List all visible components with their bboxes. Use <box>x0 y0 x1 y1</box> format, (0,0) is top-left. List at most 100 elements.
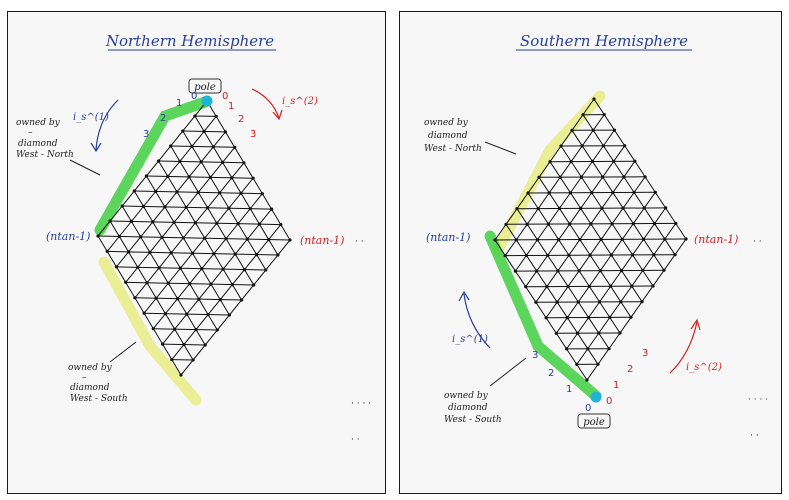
south-grid-node <box>546 253 550 257</box>
north-grid-node <box>267 238 271 242</box>
south-panel: Southern Hemisphere pole 0 1 2 3 0 1 2 3… <box>424 32 768 441</box>
north-blue-arrow <box>95 99 119 151</box>
south-grid-node <box>653 190 657 194</box>
north-grid-node <box>142 204 146 208</box>
south-grid-node <box>611 191 615 195</box>
south-grid-node <box>568 191 573 195</box>
north-annotation-bottom-pointer <box>109 341 137 363</box>
south-grid-node <box>607 347 611 351</box>
north-grid-node <box>172 220 176 224</box>
north-pole-marker <box>201 95 213 107</box>
north-grid-line-a-1 <box>194 115 279 256</box>
south-pole-label-box <box>577 413 611 429</box>
south-grid-node <box>576 300 580 304</box>
south-red-num-1: 1 <box>613 380 619 391</box>
south-grid-node <box>641 268 645 272</box>
north-grid-node <box>173 327 177 331</box>
north-grid-node <box>224 237 228 241</box>
north-grid-line-a-9 <box>97 235 182 376</box>
south-annotation-top-line-2: diamond <box>428 131 468 141</box>
south-grid-node <box>570 128 574 132</box>
south-grid-line-a-5 <box>538 177 632 318</box>
north-grid-line-a-4 <box>158 160 243 301</box>
south-red-num-0: 0 <box>606 396 612 407</box>
north-grid-node <box>191 358 195 362</box>
north-blue-num-3: 3 <box>143 129 149 140</box>
north-annotation-top-pointer <box>69 159 101 176</box>
south-annotation-top: owned by diamond West - North <box>424 118 482 154</box>
south-grid-node <box>652 253 656 257</box>
south-grid-node <box>587 316 591 320</box>
north-panel: Northern Hemisphere pole 0 1 2 3 0 1 2 3… <box>16 32 371 445</box>
north-grid-line-a-2 <box>182 130 267 271</box>
north-grid-node <box>163 205 167 209</box>
north-grid-node <box>255 253 259 257</box>
south-grid-node <box>534 300 538 304</box>
south-grid-node <box>546 222 551 226</box>
south-annotation-top-line-3: West - North <box>424 144 482 154</box>
south-grid-line-c-13 <box>535 301 643 303</box>
north-grid-node <box>221 267 225 271</box>
north-grid-node <box>242 268 246 272</box>
north-blue-num-2: 2 <box>160 113 166 124</box>
south-green-highlight <box>484 230 602 402</box>
north-annotation-bottom-line-1: owned by <box>68 363 113 373</box>
south-grid-node <box>601 175 605 179</box>
north-annotation-top-line-1: owned by <box>16 118 61 128</box>
north-grid-node <box>197 297 201 301</box>
north-pole-label: pole <box>194 82 216 93</box>
south-grid-node <box>597 331 601 335</box>
north-grid-node <box>276 253 280 257</box>
north-blue-num-0: 0 <box>191 91 197 102</box>
south-grid-node <box>576 331 580 335</box>
north-grid-node <box>248 207 252 211</box>
south-grid-node <box>585 378 589 382</box>
north-grid-line-b-7 <box>162 208 272 345</box>
north-grid-node <box>161 342 165 346</box>
north-grid-node <box>206 313 210 317</box>
north-grid-node <box>227 313 231 317</box>
south-grid-node <box>684 237 688 241</box>
north-grid-node <box>132 189 136 193</box>
north-red-num-1: 1 <box>228 101 234 112</box>
south-grid-line-b-1 <box>504 114 605 256</box>
north-grid-node <box>157 266 161 270</box>
south-grid-node <box>590 191 594 195</box>
south-grid-node <box>643 175 647 179</box>
south-grid-node <box>630 284 634 288</box>
south-left-mark: (ntan-1) <box>426 231 470 244</box>
south-grid-node <box>555 300 559 304</box>
left-paper-sheet <box>7 11 386 494</box>
south-grid-node <box>524 285 528 289</box>
north-pole-label-box <box>188 78 222 94</box>
north-grid-node <box>264 268 268 272</box>
north-grid-node <box>157 159 161 163</box>
north-grid-node <box>96 234 100 238</box>
north-grid-node <box>181 129 185 133</box>
south-grid-node <box>557 238 561 242</box>
south-grid-node <box>569 160 573 164</box>
south-grid-node <box>559 144 563 148</box>
south-grid-node <box>598 269 602 273</box>
north-grid-node <box>188 282 192 286</box>
north-grid-node <box>240 298 244 302</box>
south-grid-node <box>565 316 569 320</box>
north-title: Northern Hemisphere <box>105 32 274 50</box>
north-grid-node <box>105 249 109 253</box>
north-grid-node <box>184 205 188 209</box>
north-red-num-3: 3 <box>250 129 256 140</box>
north-yellow-highlight <box>98 256 202 406</box>
south-grid-node <box>623 144 627 148</box>
south-pole-marker <box>590 391 602 403</box>
south-grid-node <box>640 300 644 304</box>
south-annotation-bottom-line-3: West - South <box>444 415 502 425</box>
south-grid-node <box>653 222 657 226</box>
north-grid-node <box>182 343 186 347</box>
north-red-index-label: i_s^(2) <box>282 96 318 107</box>
south-grid-node <box>524 253 529 257</box>
south-grid-node <box>590 159 595 163</box>
south-pole-label: pole <box>583 417 605 428</box>
north-grid-node <box>233 145 237 149</box>
north-grid-node <box>202 129 206 133</box>
south-grid-node <box>664 206 668 210</box>
